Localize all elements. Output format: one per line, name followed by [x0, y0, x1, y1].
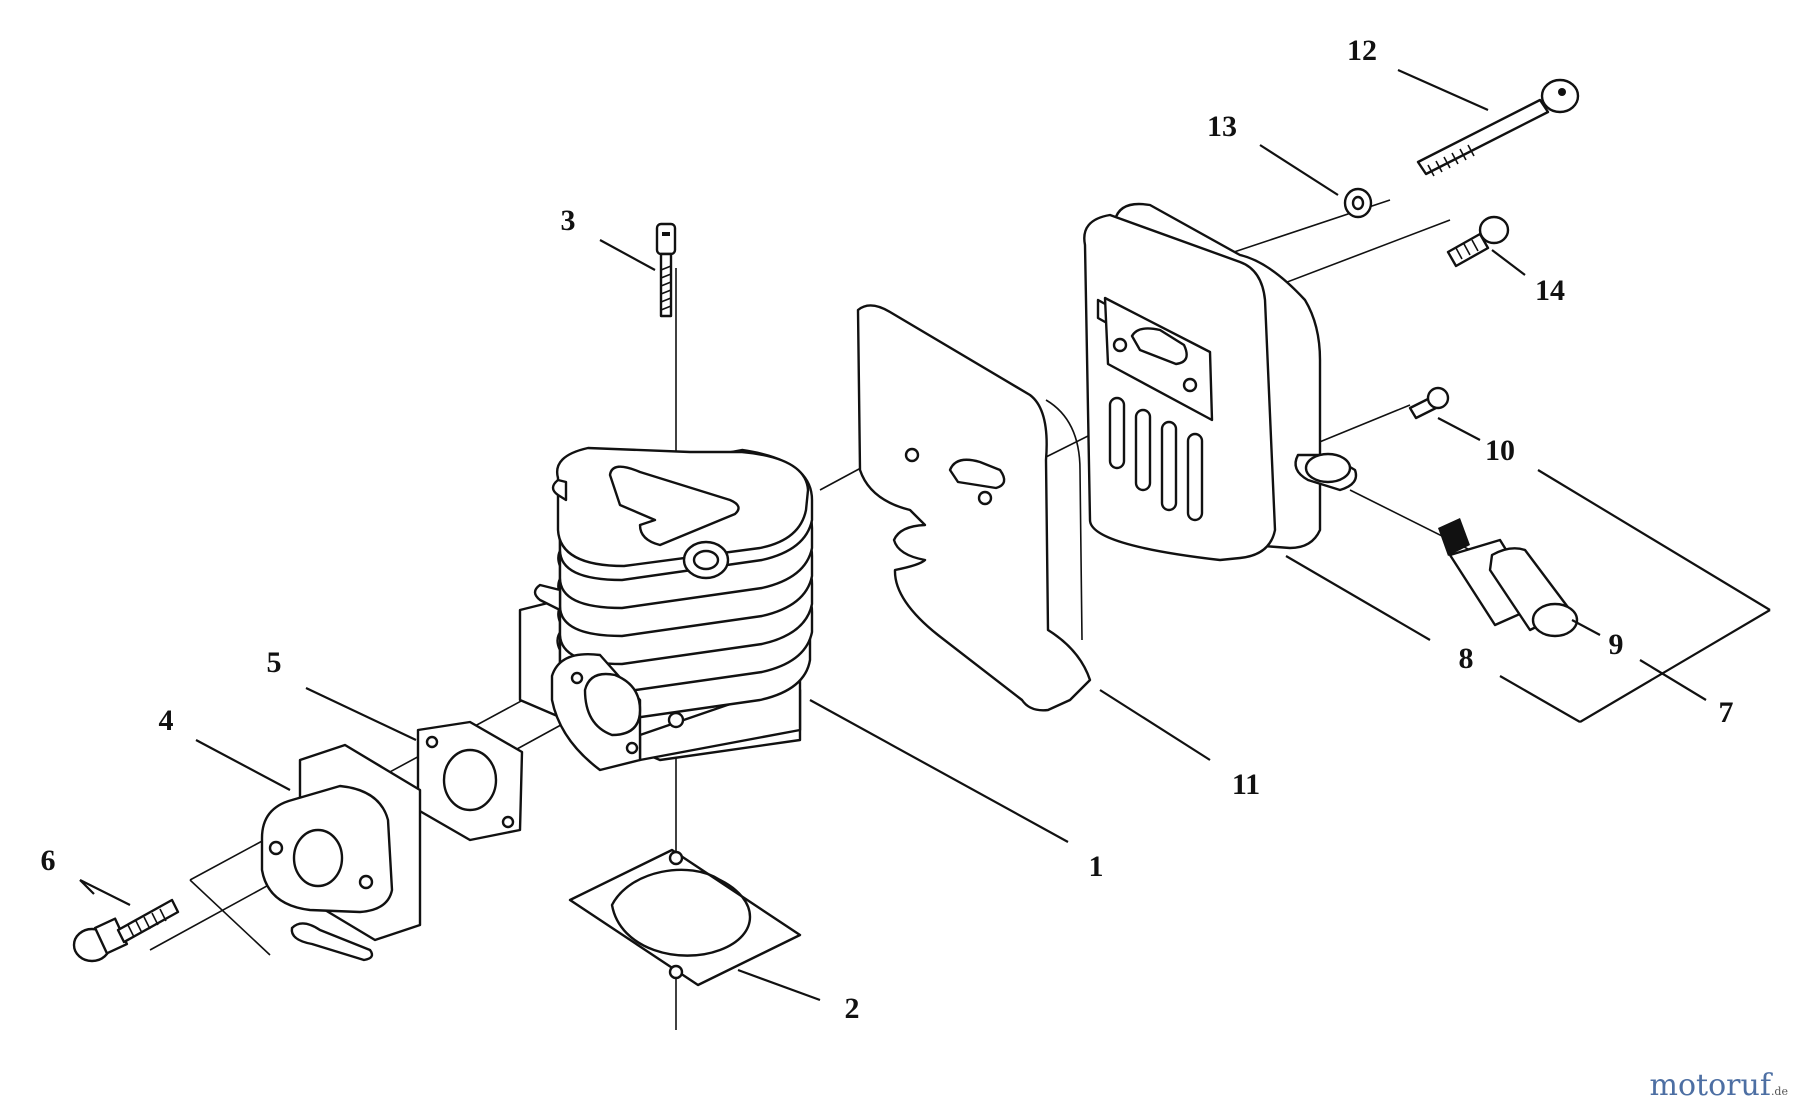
- callout-3: 3: [561, 204, 576, 237]
- callout-12: 12: [1347, 34, 1377, 67]
- muffler-vents: [1108, 396, 1204, 522]
- callout-2: 2: [845, 992, 860, 1025]
- callout-13: 13: [1207, 110, 1237, 143]
- bolt-washer: [1343, 187, 1373, 219]
- small-screw: [1408, 386, 1450, 420]
- cylinder: [518, 446, 814, 772]
- heat-shield: [856, 304, 1092, 712]
- callout-6: 6: [41, 844, 56, 877]
- callout-8: 8: [1459, 642, 1474, 675]
- insulator: [260, 743, 422, 962]
- muffler: [1083, 202, 1358, 562]
- intake-gasket: [416, 720, 524, 842]
- callout-14: 14: [1535, 274, 1565, 307]
- callout-5: 5: [267, 646, 282, 679]
- callout-labels: 1 2 3 4 5 6 7 8 9 10 11 12 13 14: [41, 34, 1734, 1025]
- leader-lines: [79, 68, 1771, 1002]
- watermark-logo: motoruf.de: [1650, 1068, 1788, 1103]
- callout-9: 9: [1609, 628, 1624, 661]
- spark-arrester: [1438, 518, 1579, 638]
- callout-1: 1: [1089, 850, 1104, 883]
- callout-11: 11: [1232, 768, 1260, 801]
- callout-4: 4: [159, 704, 174, 737]
- intake-screw: [72, 898, 180, 963]
- callout-7: 7: [1719, 696, 1734, 729]
- callout-10: 10: [1485, 434, 1515, 467]
- muffler-screw: [1446, 215, 1510, 268]
- watermark-brand: motoruf: [1649, 1068, 1771, 1103]
- muffler-bolt: [1416, 78, 1580, 177]
- base-gasket: [568, 848, 802, 987]
- cylinder-screw: [655, 222, 677, 318]
- watermark-suffix: .de: [1770, 1085, 1788, 1098]
